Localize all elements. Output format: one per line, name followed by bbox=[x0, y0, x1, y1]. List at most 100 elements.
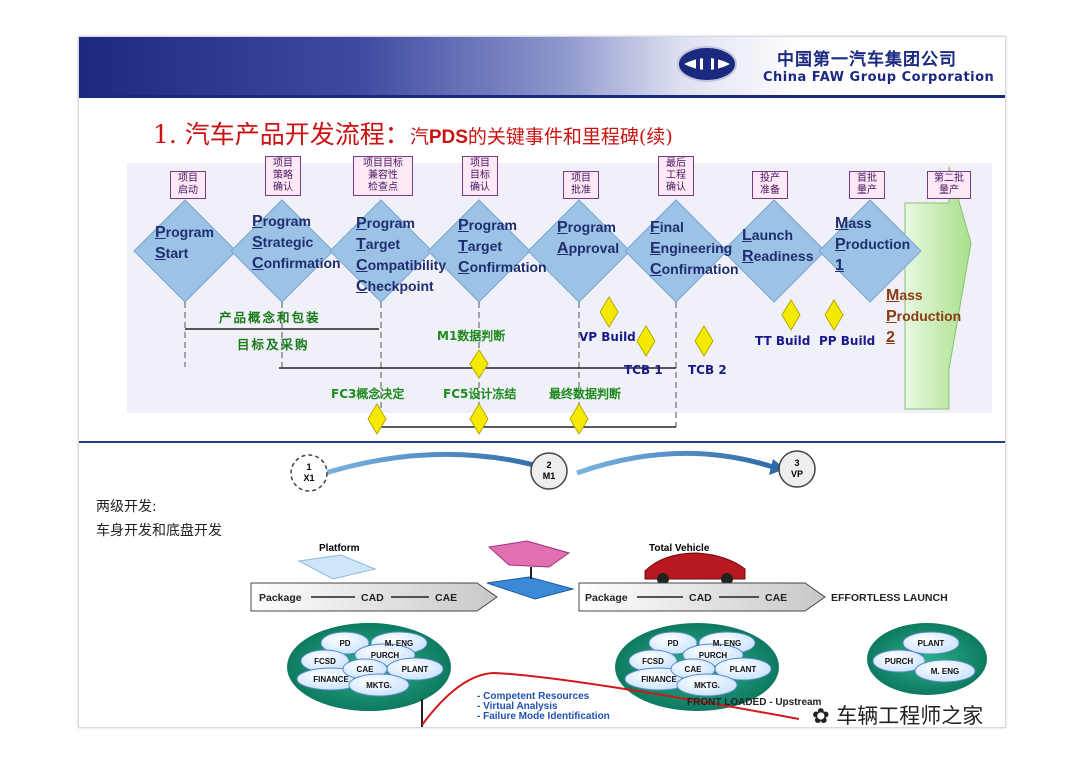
svg-text:PD: PD bbox=[339, 639, 350, 648]
two-level-line-2: 车身开发和底盘开发 bbox=[96, 523, 222, 539]
car-image bbox=[644, 552, 746, 580]
slide: 中国第一汽车集团公司 China FAW Group Corporation 1… bbox=[78, 36, 1006, 728]
concept-package-label: 产品概念和包装 bbox=[219, 310, 321, 325]
title-sub-bold: PDS bbox=[428, 127, 468, 148]
fc3-milestone bbox=[367, 403, 387, 435]
svg-text:2: 2 bbox=[546, 460, 551, 470]
header-bar bbox=[79, 37, 1005, 95]
svg-text:Package: Package bbox=[259, 592, 302, 604]
vp-build-milestone bbox=[599, 296, 619, 328]
platform-label: Platform bbox=[319, 543, 360, 554]
final-data-label: 最终数据判断 bbox=[549, 387, 622, 401]
fc5-milestone bbox=[469, 403, 489, 435]
arc-m1-vp bbox=[576, 450, 774, 476]
target-purchase-label: 目标及采购 bbox=[237, 337, 310, 352]
vp-build-label: VP Build bbox=[579, 330, 636, 344]
tcb1-label: TCB 1 bbox=[624, 363, 663, 377]
watermark-text: ✿ 车辆工程师之家 bbox=[812, 704, 984, 728]
company-name-en: China FAW Group Corporation bbox=[763, 70, 995, 85]
tt-build-milestone bbox=[781, 299, 801, 331]
label-cn-strategic: 项目策略确认 bbox=[265, 156, 301, 196]
label-cn-compatibility: 项目目标兼容性检查点 bbox=[353, 156, 413, 196]
svg-text:FINANCE: FINANCE bbox=[313, 675, 349, 684]
pp-build-label: PP Build bbox=[819, 334, 876, 348]
tcb2-milestone bbox=[694, 325, 714, 357]
svg-text:1: 1 bbox=[306, 462, 311, 472]
section-divider bbox=[79, 441, 1005, 443]
badge-m1 bbox=[530, 452, 568, 490]
svg-text:PLANT: PLANT bbox=[730, 665, 757, 674]
svg-text:M. ENG: M. ENG bbox=[931, 667, 959, 676]
label-cn-mass1: 首批量产 bbox=[849, 171, 885, 199]
badge-vp bbox=[778, 450, 816, 488]
m1-label: M1数据判断 bbox=[437, 329, 506, 343]
svg-text:PLANT: PLANT bbox=[402, 665, 429, 674]
fc5-label: FC5设计冻结 bbox=[443, 387, 517, 401]
title-sub-prefix: 汽 bbox=[409, 126, 429, 148]
arc-x1-m1 bbox=[318, 451, 550, 478]
total-vehicle-label: Total Vehicle bbox=[649, 543, 710, 554]
svg-text:PURCH: PURCH bbox=[371, 651, 400, 660]
title-main: 1. 汽车产品开发流程： bbox=[153, 120, 410, 149]
label-cn-launch: 投产准备 bbox=[752, 171, 788, 199]
svg-text:FINANCE: FINANCE bbox=[641, 675, 677, 684]
diamond-launch-readiness bbox=[722, 199, 826, 303]
tt-build-label: TT Build bbox=[755, 334, 811, 348]
svg-text:- Failure Mode Identification: - Failure Mode Identification bbox=[477, 711, 610, 722]
svg-text:Package: Package bbox=[585, 592, 628, 604]
badge-x1 bbox=[290, 454, 328, 492]
body-image bbox=[487, 540, 571, 568]
svg-text:MKTG.: MKTG. bbox=[366, 681, 392, 690]
tcb1-milestone bbox=[636, 325, 656, 357]
final-data-milestone bbox=[569, 403, 589, 435]
svg-text:CAD: CAD bbox=[361, 592, 384, 604]
svg-text:PD: PD bbox=[667, 639, 678, 648]
chassis-image bbox=[486, 576, 575, 600]
company-name-cn: 中国第一汽车集团公司 bbox=[777, 50, 957, 70]
header-rule bbox=[79, 95, 1005, 98]
faw-logo-icon bbox=[677, 46, 737, 82]
label-cn-program-start: 项目启动 bbox=[170, 171, 206, 199]
svg-text:CAD: CAD bbox=[689, 592, 712, 604]
process-diagram bbox=[133, 166, 972, 435]
svg-text:- Competent Resources: - Competent Resources bbox=[477, 691, 590, 702]
svg-text:VP: VP bbox=[791, 469, 803, 479]
svg-text:PURCH: PURCH bbox=[699, 651, 728, 660]
lower-diagram: 1 X1 2 M1 3 VP Platform Total Vehicle Pa… bbox=[250, 450, 987, 727]
effortless-launch-label: EFFORTLESS LAUNCH bbox=[831, 592, 948, 604]
fc3-label: FC3概念决定 bbox=[331, 387, 405, 401]
svg-text:FCSD: FCSD bbox=[314, 657, 336, 666]
front-loaded-curve bbox=[421, 671, 800, 726]
diamond-mass-production-1 bbox=[818, 199, 922, 303]
svg-text:M. ENG: M. ENG bbox=[385, 639, 413, 648]
svg-text:PURCH: PURCH bbox=[885, 657, 914, 666]
title-sub-suffix: 的关键事件和里程碑(续) bbox=[467, 126, 673, 148]
flow-bar-1 bbox=[250, 582, 498, 612]
svg-text:FCSD: FCSD bbox=[642, 657, 664, 666]
label-cn-mass2: 第二批量产 bbox=[927, 171, 971, 199]
pp-build-milestone bbox=[824, 299, 844, 331]
label-cn-approval: 项目批准 bbox=[563, 171, 599, 199]
two-level-line-1: 两级开发: bbox=[96, 499, 157, 515]
svg-text:CAE: CAE bbox=[765, 592, 787, 604]
svg-text:CAE: CAE bbox=[357, 665, 375, 674]
svg-text:MKTG.: MKTG. bbox=[694, 681, 720, 690]
svg-text:M. ENG: M. ENG bbox=[713, 639, 741, 648]
front-loaded-label: FRONT LOADED - Upstream bbox=[687, 697, 822, 708]
svg-text:M1: M1 bbox=[543, 471, 556, 481]
svg-text:X1: X1 bbox=[303, 473, 314, 483]
page-title: 1. 汽车产品开发流程：汽PDS的关键事件和里程碑(续) bbox=[153, 115, 673, 151]
label-cn-final-eng: 最后工程确认 bbox=[658, 156, 694, 196]
two-level-text: 两级开发: 车身开发和底盘开发 bbox=[96, 495, 222, 543]
tcb2-label: TCB 2 bbox=[688, 363, 727, 377]
label-cn-target-confirm: 项目目标确认 bbox=[462, 156, 498, 196]
svg-text:CAE: CAE bbox=[685, 665, 703, 674]
flow-bar-2 bbox=[578, 582, 826, 612]
